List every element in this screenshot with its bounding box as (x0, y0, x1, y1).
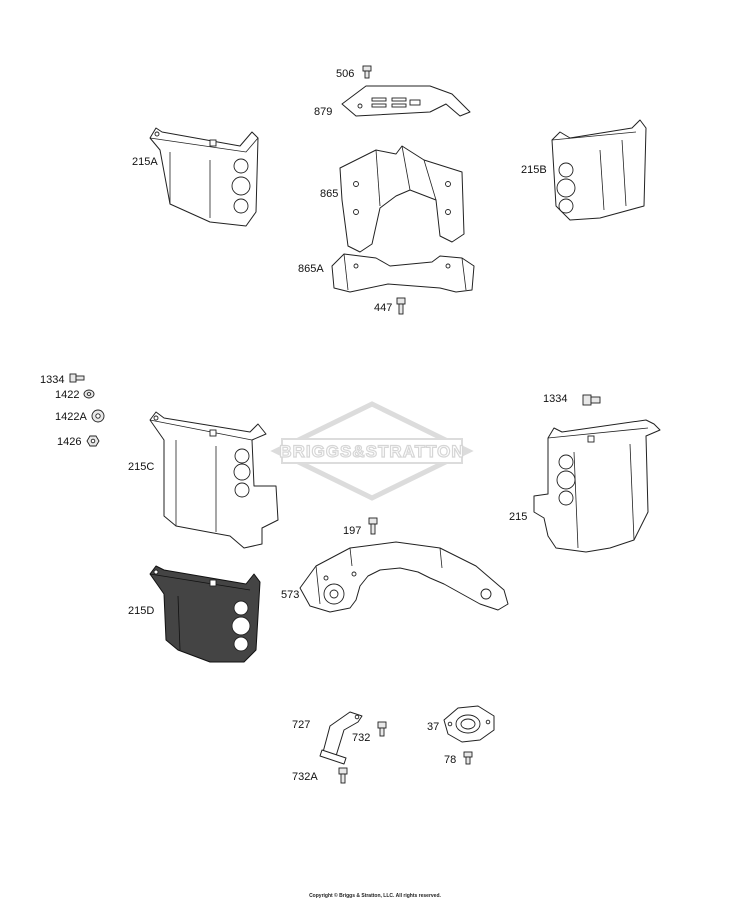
label-879: 879 (314, 106, 332, 118)
label-215: 215 (509, 511, 527, 523)
briggs-stratton-watermark-logo: BRIGGS&STRATTON (270, 401, 474, 501)
label-1334-left: 1334 (40, 374, 64, 386)
label-732a: 732A (292, 771, 318, 783)
part-732a-screw[interactable] (338, 767, 348, 784)
part-879-plate[interactable] (341, 85, 471, 117)
part-1334-screw-right[interactable] (582, 394, 601, 406)
label-215d: 215D (128, 605, 154, 617)
label-1422a: 1422A (55, 411, 87, 423)
part-215c-shroud[interactable] (149, 411, 279, 549)
label-1426: 1426 (57, 436, 81, 448)
label-1422: 1422 (55, 389, 79, 401)
label-78: 78 (444, 754, 456, 766)
label-215c: 215C (128, 461, 154, 473)
part-1334-screw-left[interactable] (69, 373, 85, 383)
part-1422a-lock-washer[interactable] (91, 409, 105, 423)
label-865a: 865A (298, 263, 324, 275)
part-727-clamp[interactable] (319, 711, 363, 765)
part-865a-plate[interactable] (331, 253, 475, 293)
part-1426-nut[interactable] (86, 435, 100, 447)
part-215b-shroud[interactable] (551, 119, 647, 221)
label-215a: 215A (132, 156, 158, 168)
part-573-baffle[interactable] (299, 541, 509, 613)
part-506-bolt[interactable] (362, 65, 372, 79)
part-447-bolt[interactable] (396, 297, 406, 315)
label-197: 197 (343, 525, 361, 537)
watermark-text: BRIGGS&STRATTON (279, 442, 464, 461)
label-215b: 215B (521, 164, 547, 176)
label-1334-right: 1334 (543, 393, 567, 405)
label-573: 573 (281, 589, 299, 601)
part-78-screw[interactable] (463, 751, 473, 765)
label-865: 865 (320, 188, 338, 200)
part-215-shroud[interactable] (533, 419, 661, 553)
copyright-notice: Copyright © Briggs & Stratton, LLC. All … (309, 892, 441, 899)
part-1422-washer[interactable] (83, 389, 95, 399)
part-732-screw[interactable] (377, 721, 387, 737)
part-197-screw[interactable] (368, 517, 378, 535)
label-506: 506 (336, 68, 354, 80)
label-732: 732 (352, 732, 370, 744)
part-215d-shroud[interactable] (149, 565, 261, 663)
label-447: 447 (374, 302, 392, 314)
part-865-bracket[interactable] (339, 145, 465, 253)
part-37-grommet[interactable] (443, 705, 495, 743)
part-215a-shroud[interactable] (149, 127, 259, 227)
label-37: 37 (427, 721, 439, 733)
label-727: 727 (292, 719, 310, 731)
